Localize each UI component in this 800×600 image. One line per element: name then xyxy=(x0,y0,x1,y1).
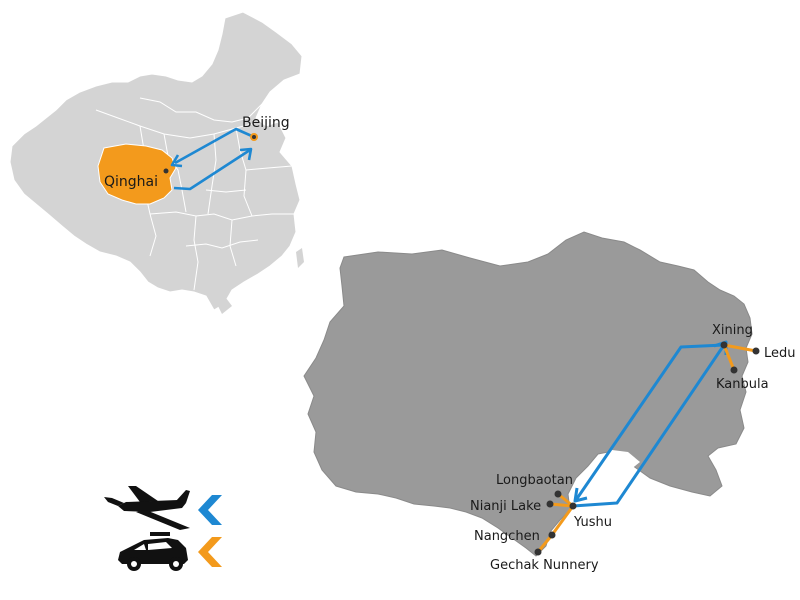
ledu-dot xyxy=(752,347,760,355)
nangchen-dot xyxy=(548,531,556,539)
nianji-lake-label: Nianji Lake xyxy=(470,499,541,514)
flight-arrowhead-qinghai xyxy=(170,154,183,168)
xining-dot xyxy=(720,341,728,349)
hainan-island xyxy=(216,298,232,314)
qinghai-label: Qinghai xyxy=(104,174,158,190)
flight-chevron-icon xyxy=(198,495,222,525)
qinghai-outline xyxy=(303,231,753,557)
kanbula-label: Kanbula xyxy=(716,377,769,392)
airplane-icon xyxy=(104,486,190,530)
nianji-lake-dot xyxy=(546,500,554,508)
longbaotan-label: Longbaotan xyxy=(496,473,573,488)
drive-yushu-nangchen xyxy=(550,504,575,537)
china-map xyxy=(9,11,304,314)
taiwan-island xyxy=(296,248,304,268)
qinghai-highlight xyxy=(97,143,177,205)
drive-xining-ledu xyxy=(722,343,758,353)
qinghai-flight-routes xyxy=(572,340,728,508)
ledu-label: Ledu xyxy=(764,346,796,361)
flight-route-yushu-to-xining xyxy=(572,341,728,508)
drive-xining-kanbula xyxy=(722,343,736,372)
beijing-dot xyxy=(252,135,256,139)
drive-nangchen-gechak xyxy=(536,533,554,554)
beijing-label: Beijing xyxy=(242,115,290,131)
yushu-dot xyxy=(569,502,577,510)
flight-arrowhead-yushu xyxy=(573,487,588,503)
qinghai-map xyxy=(303,231,753,557)
place-markers xyxy=(534,341,760,556)
qinghai-dot xyxy=(163,168,169,174)
qinghai-lake-gap xyxy=(600,450,640,474)
yushu-label: Yushu xyxy=(573,515,612,530)
flight-arrowhead-beijing xyxy=(239,147,253,161)
drive-yushu-nianji xyxy=(548,502,575,508)
xining-label: Xining xyxy=(712,323,753,338)
flight-route-xining-to-yushu xyxy=(574,343,725,501)
gechak-dot xyxy=(534,548,542,556)
gechak-label: Gechak Nunnery xyxy=(490,558,599,573)
legend xyxy=(104,486,222,571)
drive-chevron-icon xyxy=(198,537,222,567)
nangchen-label: Nangchen xyxy=(474,529,540,544)
flight-route-beijing-to-qinghai xyxy=(174,127,255,165)
kanbula-dot xyxy=(730,366,738,374)
longbaotan-dot xyxy=(554,490,562,498)
car-icon xyxy=(118,532,188,571)
china-flight-routes xyxy=(170,127,255,191)
flight-route-qinghai-to-beijing xyxy=(173,148,251,191)
